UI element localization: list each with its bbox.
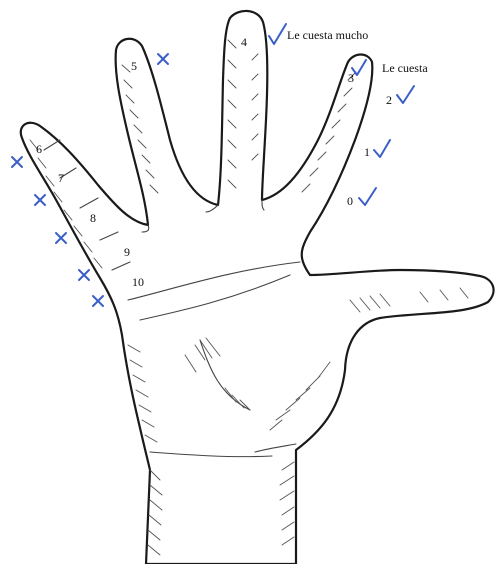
note-le-cuesta: Le cuesta	[382, 61, 428, 75]
check-icon	[374, 140, 390, 157]
label-1: 1	[364, 145, 370, 159]
check-icon	[269, 24, 286, 44]
cross-icon	[12, 157, 22, 167]
cross-icon	[93, 296, 103, 306]
label-7: 7	[58, 171, 64, 185]
label-6: 6	[36, 142, 42, 156]
label-10: 10	[132, 275, 144, 289]
note-le-cuesta-mucho: Le cuesta mucho	[287, 28, 368, 42]
cross-icon	[56, 233, 66, 243]
label-3: 3	[348, 71, 354, 85]
cross-icon	[79, 270, 89, 280]
label-9: 9	[124, 245, 130, 259]
label-2: 2	[386, 93, 392, 107]
label-0: 0	[347, 194, 353, 208]
cross-icon	[35, 195, 45, 205]
check-icon	[397, 86, 414, 103]
cross-icon	[158, 54, 168, 64]
label-8: 8	[90, 211, 96, 225]
label-4: 4	[241, 35, 247, 49]
check-icon	[359, 188, 376, 205]
label-5: 5	[131, 59, 137, 73]
